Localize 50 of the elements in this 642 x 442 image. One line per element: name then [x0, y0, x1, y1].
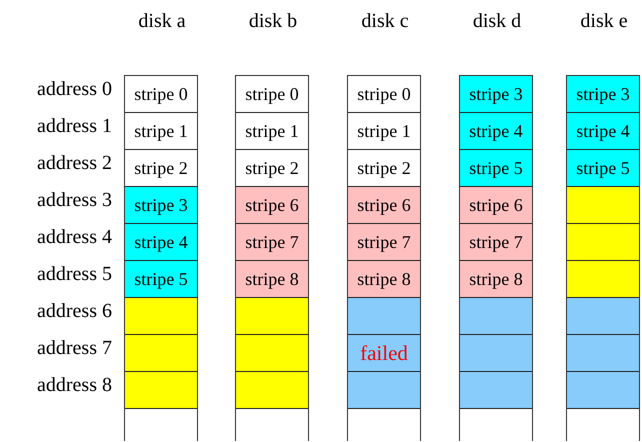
failed-block: failed — [348, 335, 420, 372]
stripe-block: stripe 5 — [460, 150, 532, 187]
parity-block — [125, 372, 197, 409]
stripe-block: stripe 3 — [567, 76, 639, 113]
stripe-block: stripe 7 — [348, 224, 420, 261]
parity-block — [567, 372, 639, 409]
address-label: address 8 — [36, 374, 112, 397]
parity-block — [460, 298, 532, 335]
parity-block — [348, 372, 420, 409]
stripe-block: stripe 4 — [125, 224, 197, 261]
address-label: address 1 — [36, 115, 112, 138]
address-label: address 2 — [36, 152, 112, 175]
address-label: address 7 — [36, 337, 112, 360]
stripe-block: stripe 8 — [236, 261, 308, 298]
parity-block — [125, 335, 197, 372]
stripe-block: stripe 5 — [125, 261, 197, 298]
stripe-block: stripe 7 — [460, 224, 532, 261]
stripe-block: stripe 7 — [236, 224, 308, 261]
stripe-block: stripe 6 — [236, 187, 308, 224]
parity-block — [460, 335, 532, 372]
parity-block — [567, 261, 639, 298]
stripe-block: stripe 6 — [348, 187, 420, 224]
disk-heading: disk d — [472, 10, 522, 33]
parity-block — [236, 298, 308, 335]
stripe-block: stripe 6 — [460, 187, 532, 224]
parity-block — [567, 187, 639, 224]
stripe-block: stripe 4 — [460, 113, 532, 150]
stripe-block: stripe 3 — [125, 187, 197, 224]
stripe-block: stripe 8 — [348, 261, 420, 298]
parity-block — [236, 372, 308, 409]
parity-block — [125, 298, 197, 335]
parity-block — [567, 298, 639, 335]
address-label: address 0 — [36, 78, 112, 101]
stripe-block: stripe 3 — [460, 76, 532, 113]
disk-heading: disk b — [248, 10, 298, 33]
address-label: address 6 — [36, 300, 112, 323]
disk-heading: disk e — [579, 10, 629, 33]
stripe-block: stripe 8 — [460, 261, 532, 298]
parity-block — [348, 298, 420, 335]
address-label: address 4 — [36, 226, 112, 249]
parity-block — [567, 224, 639, 261]
address-label: address 5 — [36, 263, 112, 286]
parity-block — [460, 372, 532, 409]
address-label: address 3 — [36, 189, 112, 212]
parity-block — [236, 335, 308, 372]
disk-heading: disk c — [360, 10, 410, 33]
stripe-block: stripe 5 — [567, 150, 639, 187]
disk-heading: disk a — [137, 10, 187, 33]
parity-block — [567, 335, 639, 372]
stripe-block: stripe 4 — [567, 113, 639, 150]
